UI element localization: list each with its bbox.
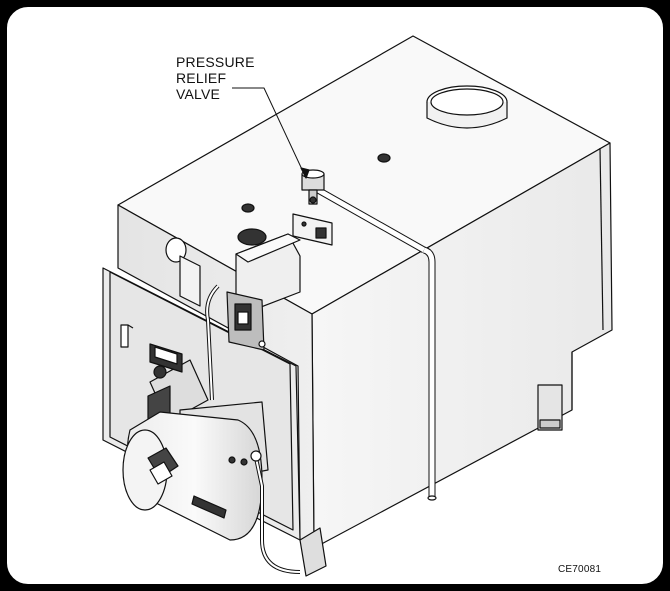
callout-line-3: VALVE: [176, 86, 221, 102]
burner-assembly: [122, 359, 269, 541]
drawing-code: CE70081: [558, 564, 602, 575]
callout-line-2: RELIEF: [176, 70, 227, 86]
callout-line-1: PRESSURE: [176, 54, 255, 70]
callout-leader: [232, 87, 307, 179]
pressure-relief-valve-label: PRESSURE RELIEF VALVE: [176, 54, 255, 102]
